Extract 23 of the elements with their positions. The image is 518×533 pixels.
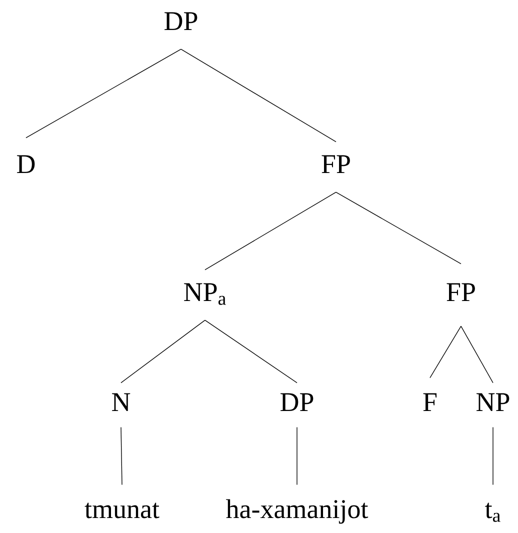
tree-label: DP — [280, 393, 314, 412]
tree-label: t$_{a}$ — [485, 502, 500, 522]
tree-label: N — [112, 393, 130, 411]
branch-line — [180, 48, 336, 142]
branch-line — [460, 326, 494, 384]
tree-label: FP — [322, 155, 350, 173]
tree-label: tmunat — [84, 502, 160, 518]
branch-line — [492, 426, 494, 486]
tree-label: NP — [476, 393, 510, 411]
branch-line — [204, 320, 298, 384]
tree-label: DP — [164, 12, 198, 30]
tree-label: ha-xamanijot — [226, 499, 368, 524]
tree-label: NP$_{a}$ — [184, 283, 226, 305]
branch-line — [336, 192, 462, 264]
branch-line — [120, 320, 206, 384]
branch-line — [120, 426, 122, 486]
branch-line — [296, 426, 298, 486]
branch-line — [26, 48, 182, 138]
branch-line — [430, 326, 462, 378]
tree-label: F — [423, 393, 437, 411]
branch-line — [204, 192, 336, 270]
tree-label: D — [17, 155, 35, 174]
tree-label: FP — [446, 283, 475, 301]
